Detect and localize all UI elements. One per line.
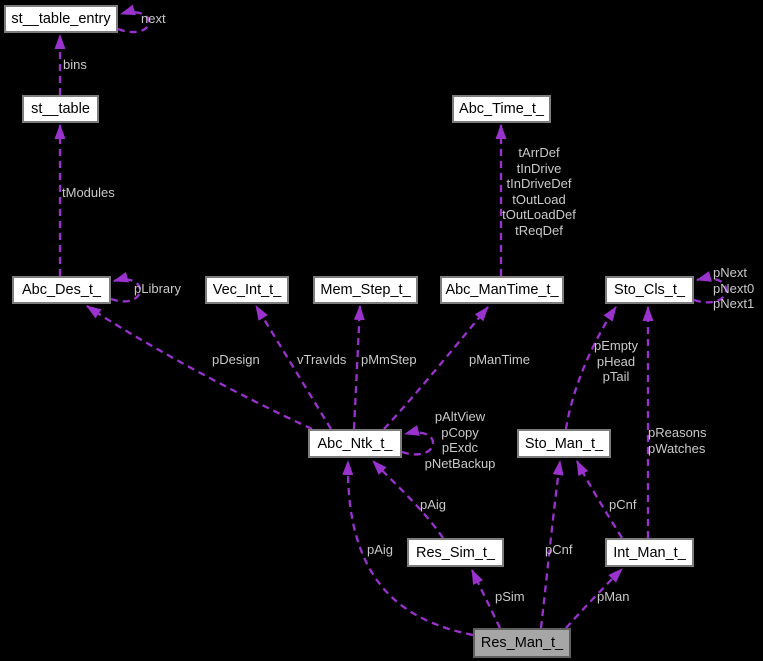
- node-Int_Man_t_[interactable]: Int_Man_t_: [605, 538, 694, 567]
- edge-label-ntk-self-members: pAltView pCopy pExdc pNetBackup: [424, 409, 496, 471]
- edge-label-pAig-upper: pAig: [420, 497, 447, 512]
- node-Abc_Ntk_t_[interactable]: Abc_Ntk_t_: [308, 429, 402, 458]
- node-st__table[interactable]: st__table: [22, 95, 99, 123]
- edge-pLibrary-self-loop: [110, 271, 142, 303]
- edge-label-vTravIds: vTravIds: [297, 352, 347, 367]
- node-Mem_Step_t_[interactable]: Mem_Step_t_: [313, 276, 418, 304]
- node-Abc_ManTime_t_[interactable]: Abc_ManTime_t_: [440, 276, 564, 304]
- edge-pAig-ressim: [372, 460, 444, 539]
- edge-label-pCnf-mid: pCnf: [545, 542, 573, 557]
- edge-pDesign: [86, 305, 313, 431]
- edge-pNext-self-loop: [693, 271, 728, 304]
- node-Vec_Int_t_[interactable]: Vec_Int_t_: [205, 276, 289, 304]
- edge-label-pMan: pMan: [597, 589, 630, 604]
- node-Res_Man_t_[interactable]: Res_Man_t_: [473, 628, 571, 658]
- node-Abc_Des_t_[interactable]: Abc_Des_t_: [12, 276, 111, 304]
- edge-pCnf-resman: [539, 460, 564, 629]
- edge-label-pMmStep: pMmStep: [361, 352, 417, 367]
- edge-pMmStep: [352, 305, 365, 430]
- node-Sto_Cls_t_[interactable]: Sto_Cls_t_: [605, 276, 694, 304]
- edge-ntk-self-loop: [401, 425, 435, 456]
- node-Sto_Man_t_[interactable]: Sto_Man_t_: [517, 429, 611, 458]
- edge-label-pSim: pSim: [495, 589, 525, 604]
- edge-label-pManTime: pManTime: [469, 352, 530, 367]
- node-Res_Sim_t_[interactable]: Res_Sim_t_: [407, 538, 504, 567]
- edge-pAig-resman: [342, 460, 474, 637]
- edge-label-pDesign: pDesign: [212, 352, 260, 367]
- edge-label-sto-members: pEmpty pHead pTail: [593, 338, 639, 384]
- edge-label-bins: bins: [63, 57, 87, 72]
- edge-label-tModules: tModules: [62, 185, 115, 200]
- edge-label-pAig-lower: pAig: [367, 542, 394, 557]
- edge-label-pLibrary: pLibrary: [134, 281, 181, 296]
- edge-pEmpty-pHead-pTail: [564, 306, 617, 430]
- node-Abc_Time_t_[interactable]: Abc_Time_t_: [452, 95, 551, 123]
- edge-label-next: next: [141, 11, 166, 26]
- edge-label-time-members: tArrDef tInDrive tInDriveDef tOutLoad tO…: [502, 145, 576, 238]
- node-st__table_entry[interactable]: st__table_entry: [4, 5, 118, 33]
- edge-pSim: [470, 569, 502, 629]
- edge-label-int-members: pReasons pWatches: [648, 425, 707, 456]
- edge-label-cls-self-members: pNext pNext0 pNext1: [713, 265, 755, 311]
- edge-label-pCnf-right: pCnf: [609, 497, 637, 512]
- edge-next-self-loop: [117, 4, 151, 34]
- edge-vTravIds: [255, 305, 332, 430]
- edge-pManTime: [383, 306, 489, 430]
- edge-pMan: [565, 568, 623, 629]
